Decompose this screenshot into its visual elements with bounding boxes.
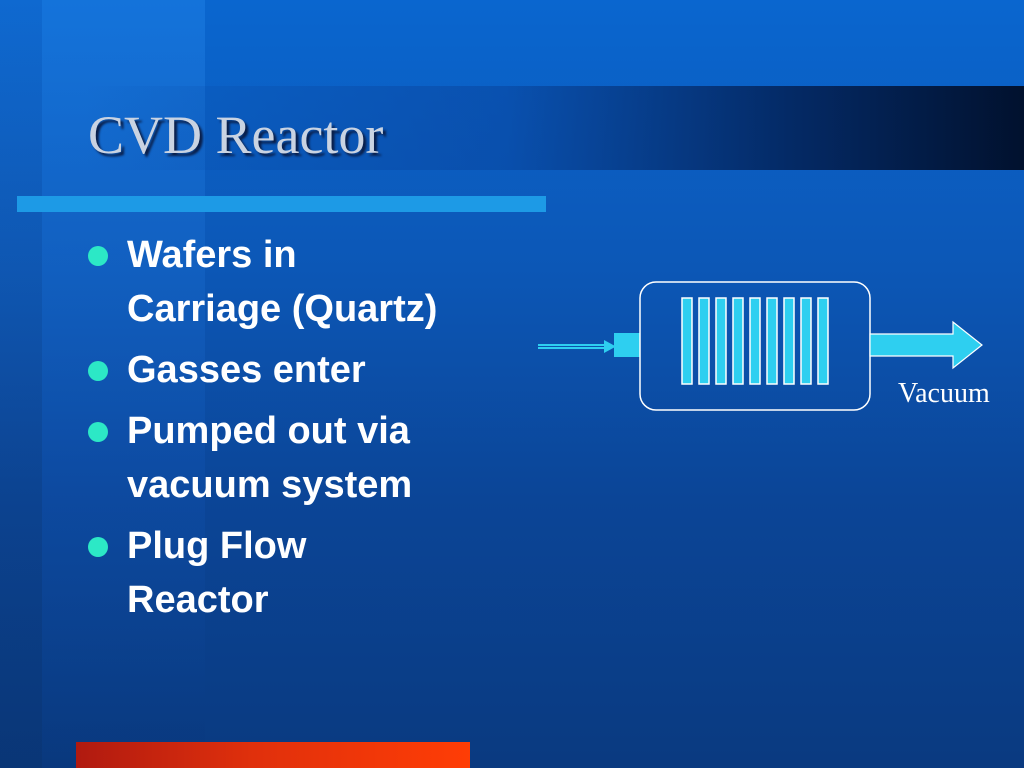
cvd-reactor-diagram xyxy=(538,281,983,411)
title-underline-rule xyxy=(17,196,546,212)
vacuum-label: Vacuum xyxy=(898,378,990,409)
bullet-text-line-1: Plug Flow xyxy=(127,525,307,567)
wafer-9 xyxy=(817,297,829,385)
wafer-8 xyxy=(800,297,812,385)
gas-inlet-port xyxy=(614,333,640,357)
title-gradient-bar xyxy=(84,86,1024,170)
bullet-item-pumped: Pumped out via vacuum system xyxy=(88,404,528,512)
vacuum-outlet-arrow-icon xyxy=(869,320,983,370)
wafer-6 xyxy=(766,297,778,385)
bullet-dot-icon xyxy=(88,422,108,442)
bullet-text-line-1: Gasses enter xyxy=(127,349,366,391)
footer-accent-bar xyxy=(76,742,470,768)
wafer-3 xyxy=(715,297,727,385)
background-band-left xyxy=(0,0,42,768)
wafer-5 xyxy=(749,297,761,385)
bullet-dot-icon xyxy=(88,246,108,266)
bullet-text-line-1: Wafers in xyxy=(127,234,297,276)
bullet-item-gasses: Gasses enter xyxy=(88,343,528,397)
bullet-text-line-2: Carriage (Quartz) xyxy=(127,288,438,330)
wafer-1 xyxy=(681,297,693,385)
bullet-item-wafers: Wafers in Carriage (Quartz) xyxy=(88,228,528,336)
gas-inlet-arrow-icon xyxy=(538,340,616,353)
bullet-text-line-2: vacuum system xyxy=(127,464,413,506)
slide-title: CVD Reactor xyxy=(88,105,384,165)
wafer-7 xyxy=(783,297,795,385)
wafer-4 xyxy=(732,297,744,385)
bullet-list: Wafers in Carriage (Quartz) Gasses enter… xyxy=(88,228,528,634)
wafer-carriage xyxy=(681,297,829,385)
bullet-dot-icon xyxy=(88,361,108,381)
bullet-dot-icon xyxy=(88,537,108,557)
wafer-2 xyxy=(698,297,710,385)
bullet-item-plug-flow: Plug Flow Reactor xyxy=(88,519,528,627)
bullet-text-line-2: Reactor xyxy=(127,579,269,621)
bullet-text-line-1: Pumped out via xyxy=(127,410,410,452)
